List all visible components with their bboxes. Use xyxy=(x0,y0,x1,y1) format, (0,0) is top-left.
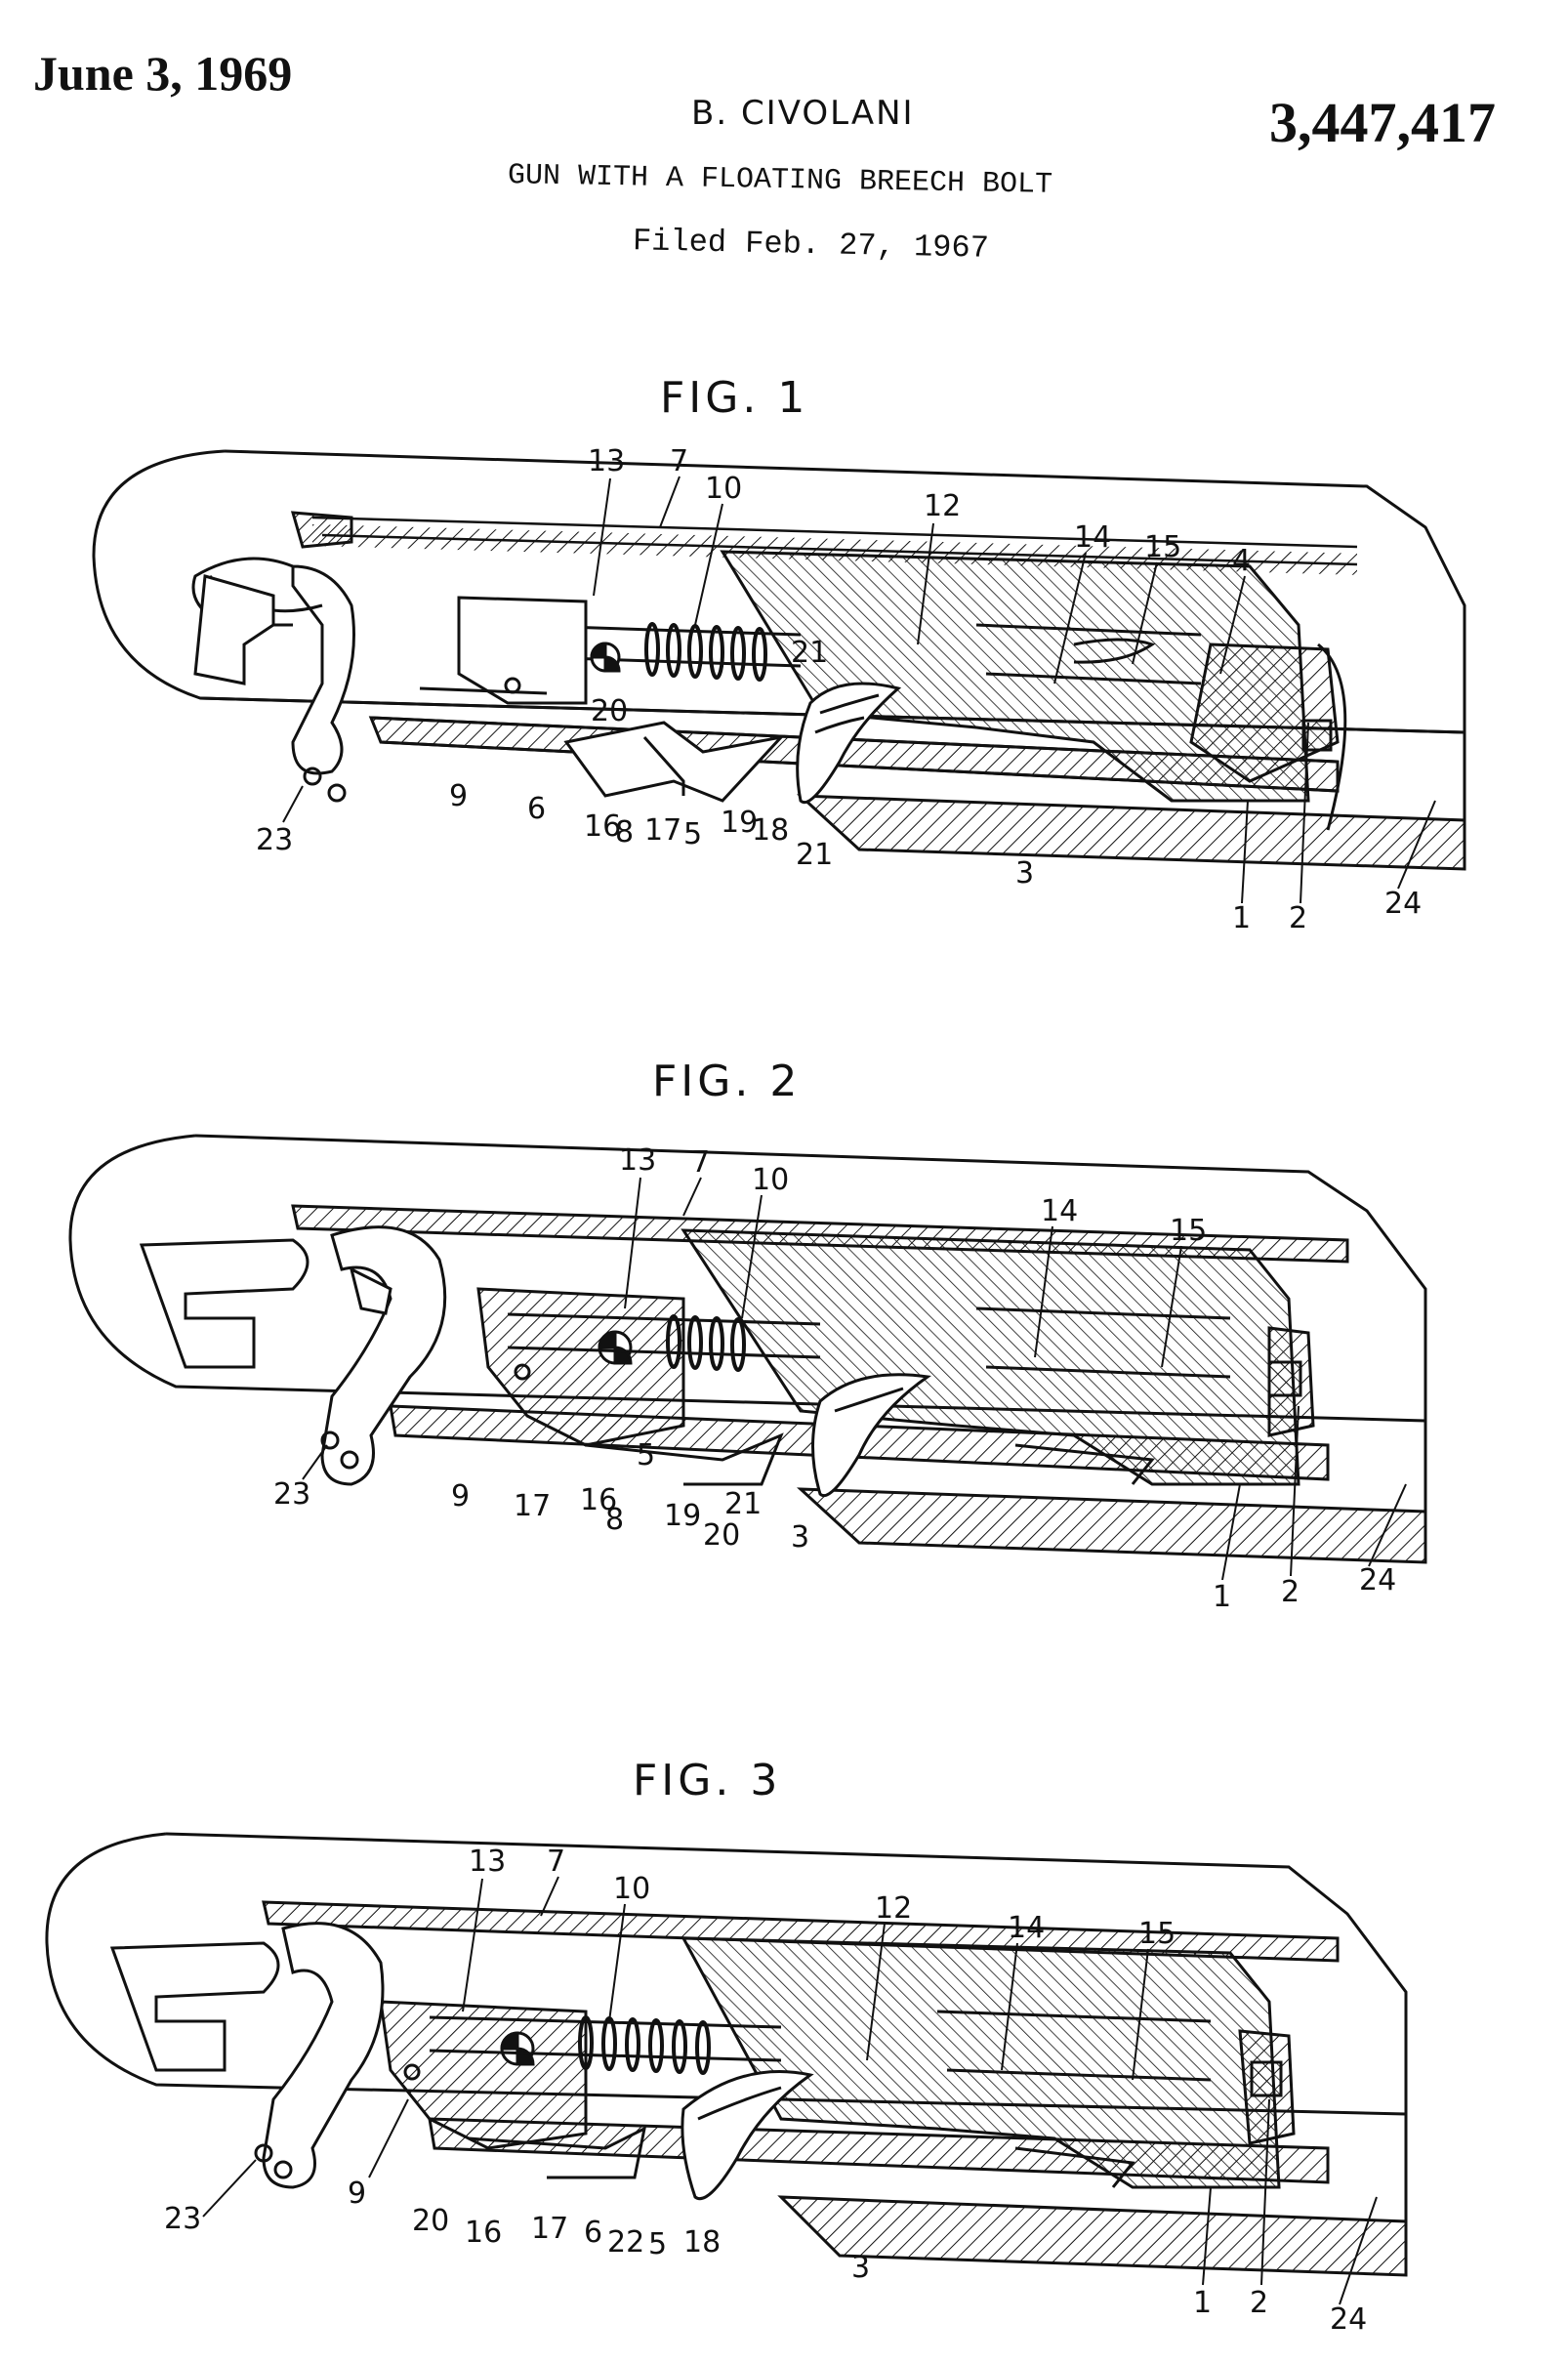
reference-numeral: 14 xyxy=(1008,1911,1045,1945)
reference-numeral: 9 xyxy=(449,779,468,813)
reference-numeral: 20 xyxy=(703,1518,740,1553)
reference-numeral: 6 xyxy=(527,792,546,826)
reference-numeral: 23 xyxy=(273,1477,310,1512)
reference-numeral: 15 xyxy=(1170,1214,1207,1248)
reference-numeral: 6 xyxy=(584,2216,602,2250)
reference-numeral: 24 xyxy=(1359,1563,1396,1597)
reference-numeral: 9 xyxy=(348,2177,366,2211)
figure-3-label: FIG. 3 xyxy=(633,1756,781,1805)
reference-numeral: 8 xyxy=(615,815,634,850)
reference-numeral: 18 xyxy=(752,813,789,848)
reference-numeral: 14 xyxy=(1074,520,1111,555)
reference-numeral: 21 xyxy=(796,838,833,872)
reference-numeral: 14 xyxy=(1041,1194,1078,1228)
figure-1: FIG. 1 xyxy=(94,373,1465,935)
reference-numeral: 16 xyxy=(465,2216,502,2250)
reference-numeral: 7 xyxy=(691,1145,710,1180)
reference-numeral: 15 xyxy=(1138,1917,1176,1951)
figure-2-label: FIG. 2 xyxy=(652,1057,801,1106)
reference-numeral: 8 xyxy=(605,1503,624,1537)
reference-numeral: 23 xyxy=(256,823,293,857)
reference-numeral: 2 xyxy=(1250,2286,1268,2320)
reference-numeral: 18 xyxy=(683,2225,721,2260)
reference-numeral: 17 xyxy=(514,1489,551,1523)
reference-numeral: 15 xyxy=(1144,530,1181,564)
reference-numeral: 12 xyxy=(875,1891,912,1926)
reference-numeral: 20 xyxy=(591,694,628,728)
reference-numeral: 17 xyxy=(644,813,681,848)
reference-numeral: 10 xyxy=(705,472,742,506)
figure-2: FIG. 2 xyxy=(70,1057,1425,1614)
reference-numeral: 3 xyxy=(791,1520,809,1555)
reference-numeral: 21 xyxy=(724,1487,762,1521)
reference-numeral: 1 xyxy=(1193,2286,1212,2320)
reference-numeral: 22 xyxy=(607,2225,644,2260)
reference-numeral: 3 xyxy=(851,2251,870,2285)
reference-numeral: 13 xyxy=(619,1143,656,1178)
reference-numeral: 17 xyxy=(531,2212,568,2246)
reference-numeral: 10 xyxy=(613,1872,650,1906)
reference-numeral: 3 xyxy=(1015,856,1034,891)
reference-numeral: 2 xyxy=(1289,901,1307,935)
reference-numeral: 19 xyxy=(664,1499,701,1533)
reference-numeral: 13 xyxy=(588,444,625,478)
reference-numeral: 24 xyxy=(1384,887,1422,921)
reference-numeral: 7 xyxy=(547,1845,565,1879)
reference-numeral: 4 xyxy=(1232,544,1251,578)
figure-3: FIG. 3 xyxy=(47,1756,1406,2337)
reference-numeral: 23 xyxy=(164,2202,201,2236)
figure-1-label: FIG. 1 xyxy=(660,373,808,423)
reference-numeral: 21 xyxy=(791,636,828,670)
reference-numeral: 24 xyxy=(1330,2302,1367,2337)
reference-numeral: 1 xyxy=(1213,1580,1231,1614)
reference-numeral: 7 xyxy=(670,444,688,478)
reference-numeral: 2 xyxy=(1281,1575,1300,1609)
reference-numeral: 12 xyxy=(924,489,961,523)
reference-numeral: 5 xyxy=(648,2227,667,2261)
reference-numeral: 9 xyxy=(451,1479,470,1514)
reference-numeral: 1 xyxy=(1232,901,1251,935)
reference-numeral: 5 xyxy=(683,817,702,851)
reference-numeral: 5 xyxy=(637,1438,655,1472)
reference-numeral: 13 xyxy=(469,1845,506,1879)
reference-numeral: 20 xyxy=(412,2204,449,2238)
reference-numeral: 10 xyxy=(752,1163,789,1197)
